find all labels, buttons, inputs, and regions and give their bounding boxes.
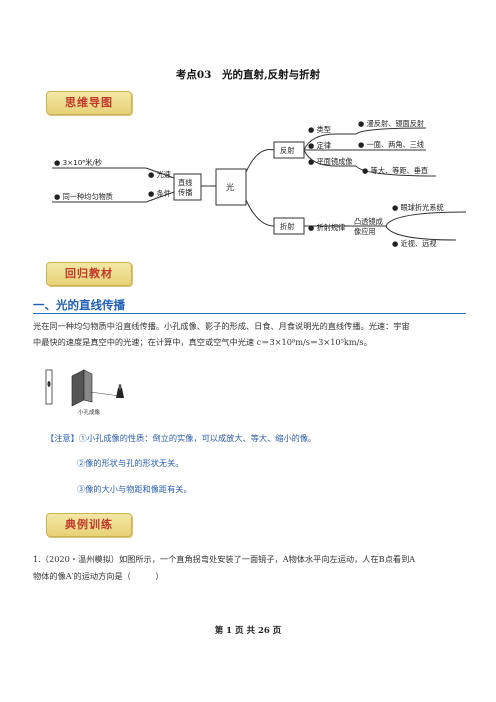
mind-map: 直线 传播 光 反射 折射 ● 3×10⁸米/秒 ● 光速 ● 同一种均匀物质 … [52, 120, 466, 248]
question-1-line-1: 1.（2020・温州模拟）如图所示，一个直角拐弯处安装了一面镜子，A物体水平向左… [33, 554, 416, 564]
review-tag: 回归教材 [46, 262, 132, 286]
section-paragraph-line-2: 中最快的速度是真空中的光速；在计算中，真空或空气中光速 c＝3×10⁸m/s＝3… [33, 337, 372, 347]
question-1-line-2: 物体的像A′的运动方向是（ ） [33, 571, 164, 581]
page-footer: 第 1 页 共 26 页 [214, 626, 282, 636]
reflect-mirror: ● 平面镜成像 [308, 157, 353, 166]
refract-sub-1: 凸透镜成 [354, 217, 383, 226]
section-paragraph-line-1: 光在同一种均匀物质中沿直线传播。小孔成像、影子的形成、日食、月食说明光的直线传播… [33, 321, 410, 331]
root-box [215, 168, 247, 206]
refract-item: ● 折射规律 [308, 223, 345, 232]
reflect-type-detail: ● 漫反射、镜面反射 [358, 120, 424, 128]
reflect-law-detail: ● 一面、两角、三线 [358, 140, 424, 149]
refract-box [273, 217, 305, 235]
reflect-box [273, 141, 305, 159]
reflect-mirror-detail: ● 等大、等距、垂直 [362, 166, 428, 175]
practice-tag-label: 典例训练 [65, 518, 113, 531]
note-line-2: ②像的形状与孔的形状无关。 [77, 458, 184, 468]
note-line-1: 【注意】①小孔成像的性质：倒立的实像，可以成放大、等大、缩小的像。 [46, 433, 317, 443]
refract-detail-2: ● 近视、远视 [392, 239, 437, 248]
reflect-law: ● 定律 [308, 141, 331, 150]
page-title: 考点03 光的直射,反射与折射 [175, 69, 321, 81]
condition-label: ● 条件 [148, 189, 171, 198]
review-tag-label: 回归教材 [65, 267, 113, 280]
refract-sub-2: 像应用 [354, 227, 376, 236]
pinhole-caption: 小孔成像 [78, 408, 101, 416]
reflect-type: ● 类型 [308, 125, 331, 134]
mindmap-tag: 思维导图 [46, 91, 132, 115]
hub-box [173, 173, 202, 201]
practice-tag: 典例训练 [46, 513, 132, 537]
hub-label-1: 直线 [178, 178, 192, 187]
condition-detail: ● 同一种均匀物质 [54, 192, 113, 201]
note-line-3: ③像的大小与物距和像距有关。 [77, 484, 192, 494]
reflect-label: 反射 [280, 146, 294, 155]
pinhole-figure: 小孔成像 [45, 369, 124, 416]
refract-label: 折射 [280, 222, 294, 231]
refract-detail-1: ● 眼球折光系统 [392, 203, 444, 212]
lightspeed-label: ● 光速 [148, 170, 171, 179]
mindmap-tag-label: 思维导图 [65, 96, 113, 109]
lightspeed-detail: ● 3×10⁸米/秒 [54, 158, 102, 167]
section-divider [33, 313, 466, 314]
section-heading: 一、光的直线传播 [33, 298, 125, 312]
hub-label-2: 传播 [178, 188, 192, 197]
root-label: 光 [226, 182, 234, 192]
